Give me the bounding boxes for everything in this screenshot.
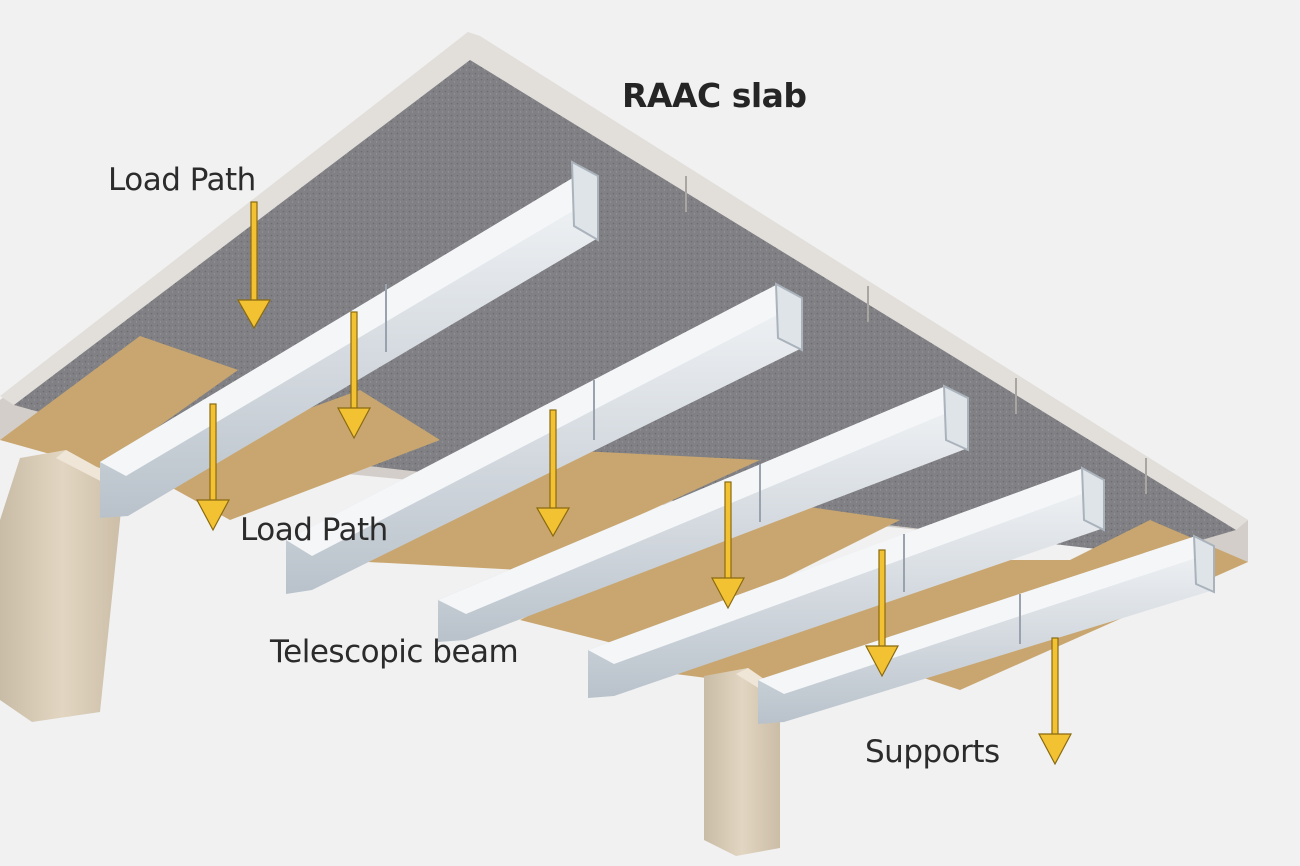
load-arrows <box>196 201 1072 766</box>
slab-joints <box>685 176 1147 494</box>
slab-label: RAAC slab <box>622 76 807 115</box>
load-path-label-lower: Load Path <box>240 512 388 548</box>
load-arrow-icon <box>196 403 230 532</box>
load-arrow-icon <box>1038 637 1072 766</box>
support-left <box>0 450 124 722</box>
supports-label: Supports <box>865 734 1000 770</box>
telescopic-beam-label: Telescopic beam <box>270 634 519 670</box>
load-arrow-icon <box>865 549 899 678</box>
load-path-label-top: Load Path <box>108 162 256 198</box>
load-arrow-icon <box>236 201 272 330</box>
load-arrow-icon <box>711 481 745 610</box>
load-arrow-icon <box>337 311 371 440</box>
slab-top <box>0 32 1248 530</box>
beams <box>100 160 1215 724</box>
load-arrow-icon <box>535 409 571 538</box>
